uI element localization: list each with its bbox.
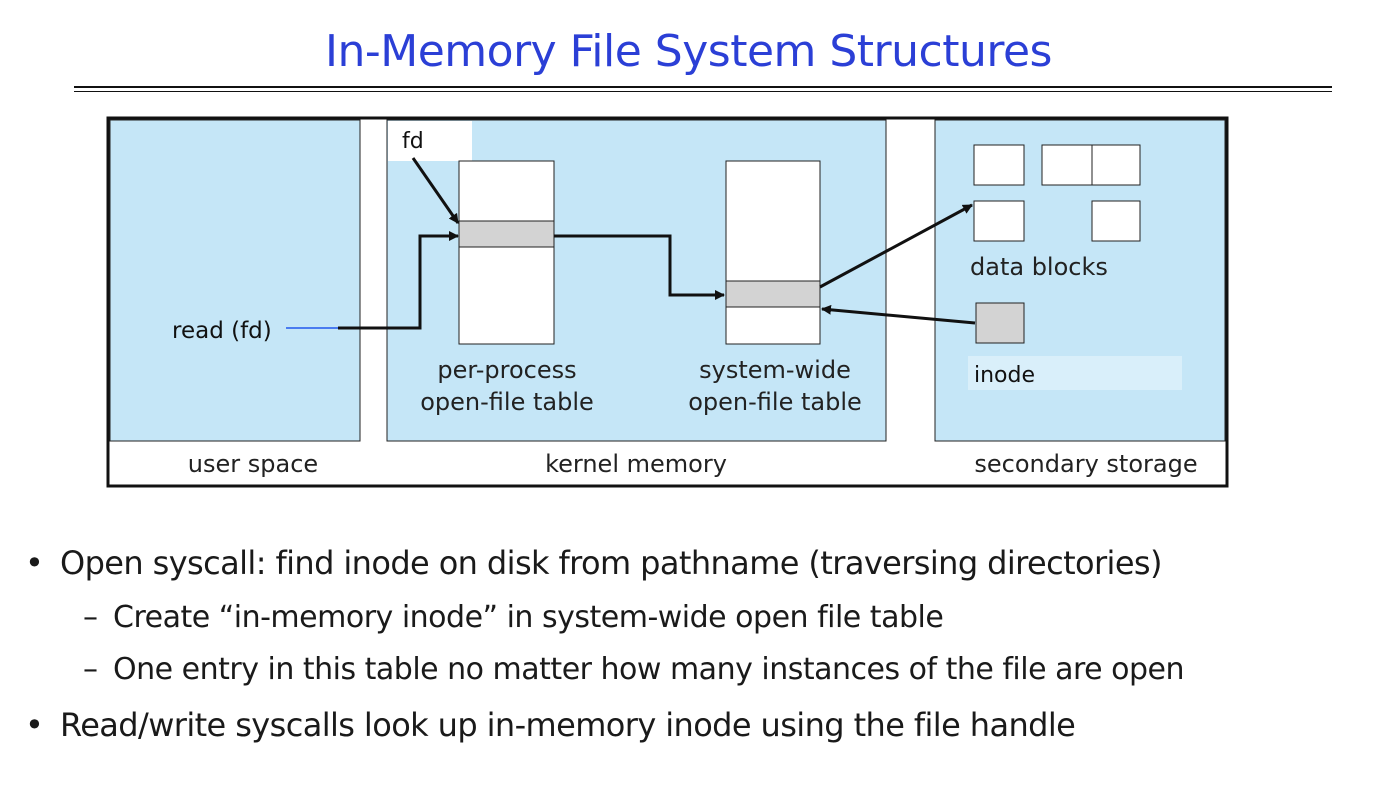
region-label-user-space: user space [188, 450, 318, 478]
per-process-table-entry [458, 220, 555, 248]
inode-label: inode [974, 363, 1035, 388]
per-process-to-system-wide-arrow [554, 234, 725, 300]
region-label-secondary-storage: secondary storage [974, 450, 1197, 478]
per-process-label-line2: open-file table [420, 388, 594, 416]
inode-to-system-wide-arrow [821, 304, 976, 325]
fd-label: fd [402, 129, 424, 154]
data-block [1091, 144, 1141, 186]
title-rule-thin [74, 91, 1332, 92]
region-label-kernel-memory: kernel memory [545, 450, 727, 478]
system-wide-label-line2: open-file table [688, 388, 862, 416]
inode-label-background [968, 356, 1182, 390]
fd-arrow [411, 157, 460, 224]
inode-block [975, 302, 1025, 344]
region-user-space [109, 119, 361, 442]
slide-title: In-Memory File System Structures [325, 26, 1052, 77]
system-wide-to-data-blocks-arrow [819, 203, 973, 289]
read-call-label: read (fd) [172, 318, 272, 344]
data-block [973, 200, 1025, 242]
fd-label-background [388, 121, 472, 161]
per-process-table [458, 160, 555, 345]
read-to-per-process-arrow [338, 231, 459, 330]
data-block [1091, 200, 1141, 242]
data-blocks-label: data blocks [970, 253, 1108, 281]
system-wide-table-entry [725, 280, 821, 308]
per-process-label-line1: per-process [437, 356, 576, 384]
system-wide-label-line1: system-wide [699, 356, 851, 384]
title-rule-thick [74, 86, 1332, 88]
system-wide-table [725, 160, 821, 345]
data-block [973, 144, 1025, 186]
data-block [1041, 144, 1093, 186]
